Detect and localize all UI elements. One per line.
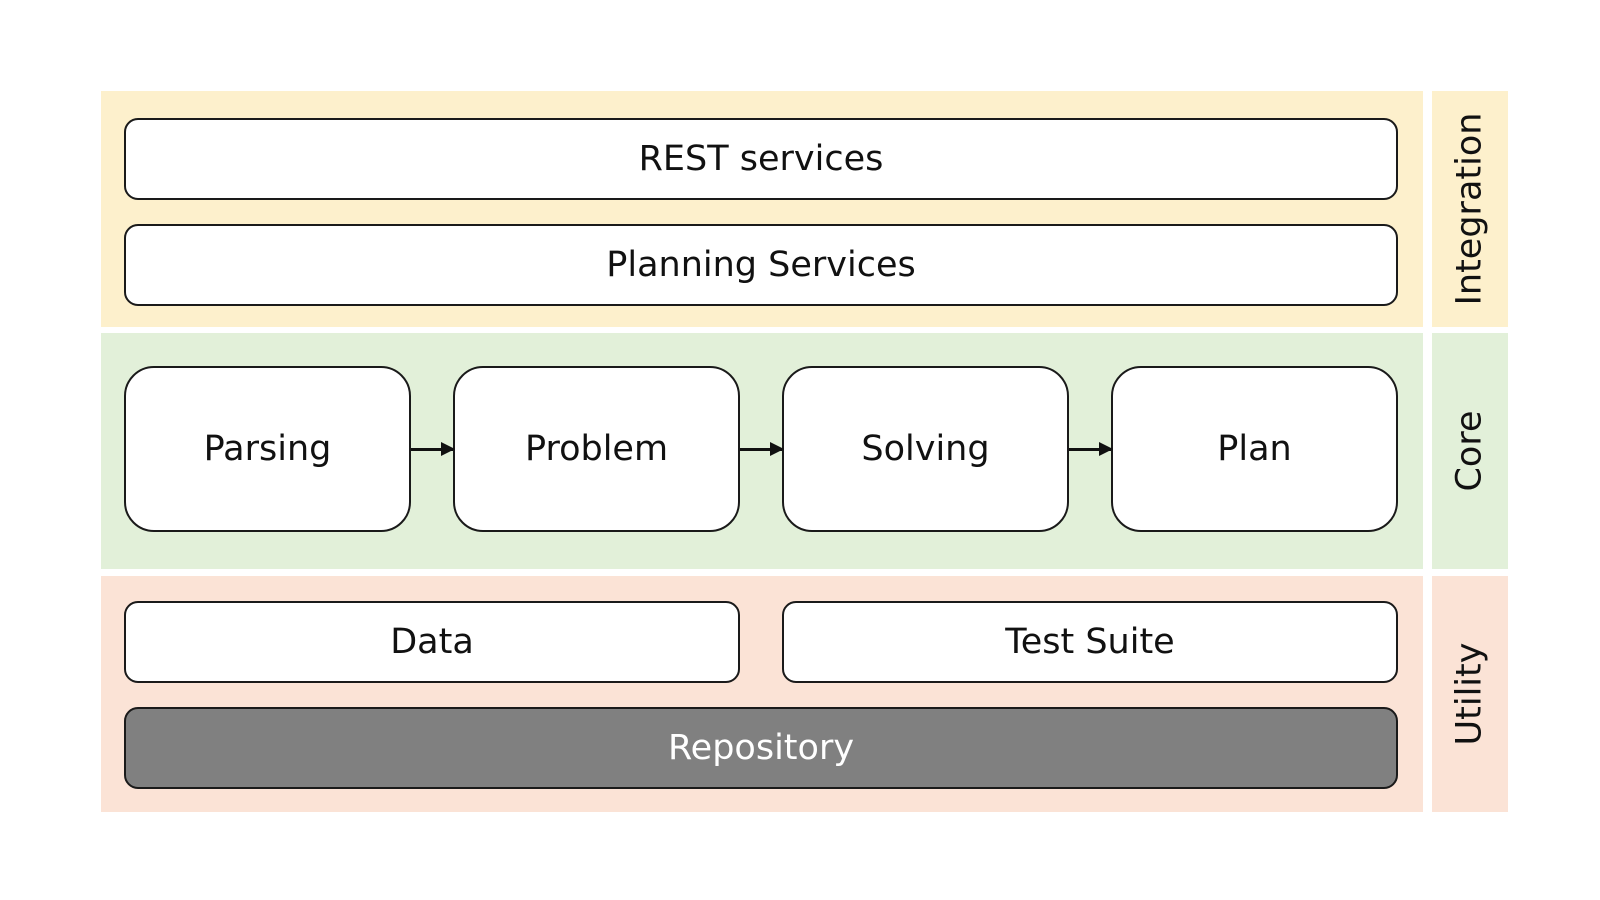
repository-box: Repository: [124, 707, 1398, 789]
integration-side-panel: Integration: [1432, 91, 1508, 327]
arrow-parsing-to-problem: [411, 442, 455, 456]
solving-box: Solving: [782, 366, 1069, 532]
arrow-problem-to-solving: [740, 442, 784, 456]
problem-box: Problem: [453, 366, 740, 532]
parsing-box: Parsing: [124, 366, 411, 532]
utility-label: Utility: [1449, 642, 1490, 746]
plan-box: Plan: [1111, 366, 1398, 532]
core-side-panel: Core: [1432, 333, 1508, 569]
utility-side-panel: Utility: [1432, 576, 1508, 812]
arrow-solving-to-plan: [1069, 442, 1113, 456]
data-box: Data: [124, 601, 740, 683]
core-label: Core: [1449, 410, 1490, 492]
integration-label: Integration: [1449, 112, 1490, 306]
planning-services-box: Planning Services: [124, 224, 1398, 306]
rest-services-box: REST services: [124, 118, 1398, 200]
test-suite-box: Test Suite: [782, 601, 1398, 683]
